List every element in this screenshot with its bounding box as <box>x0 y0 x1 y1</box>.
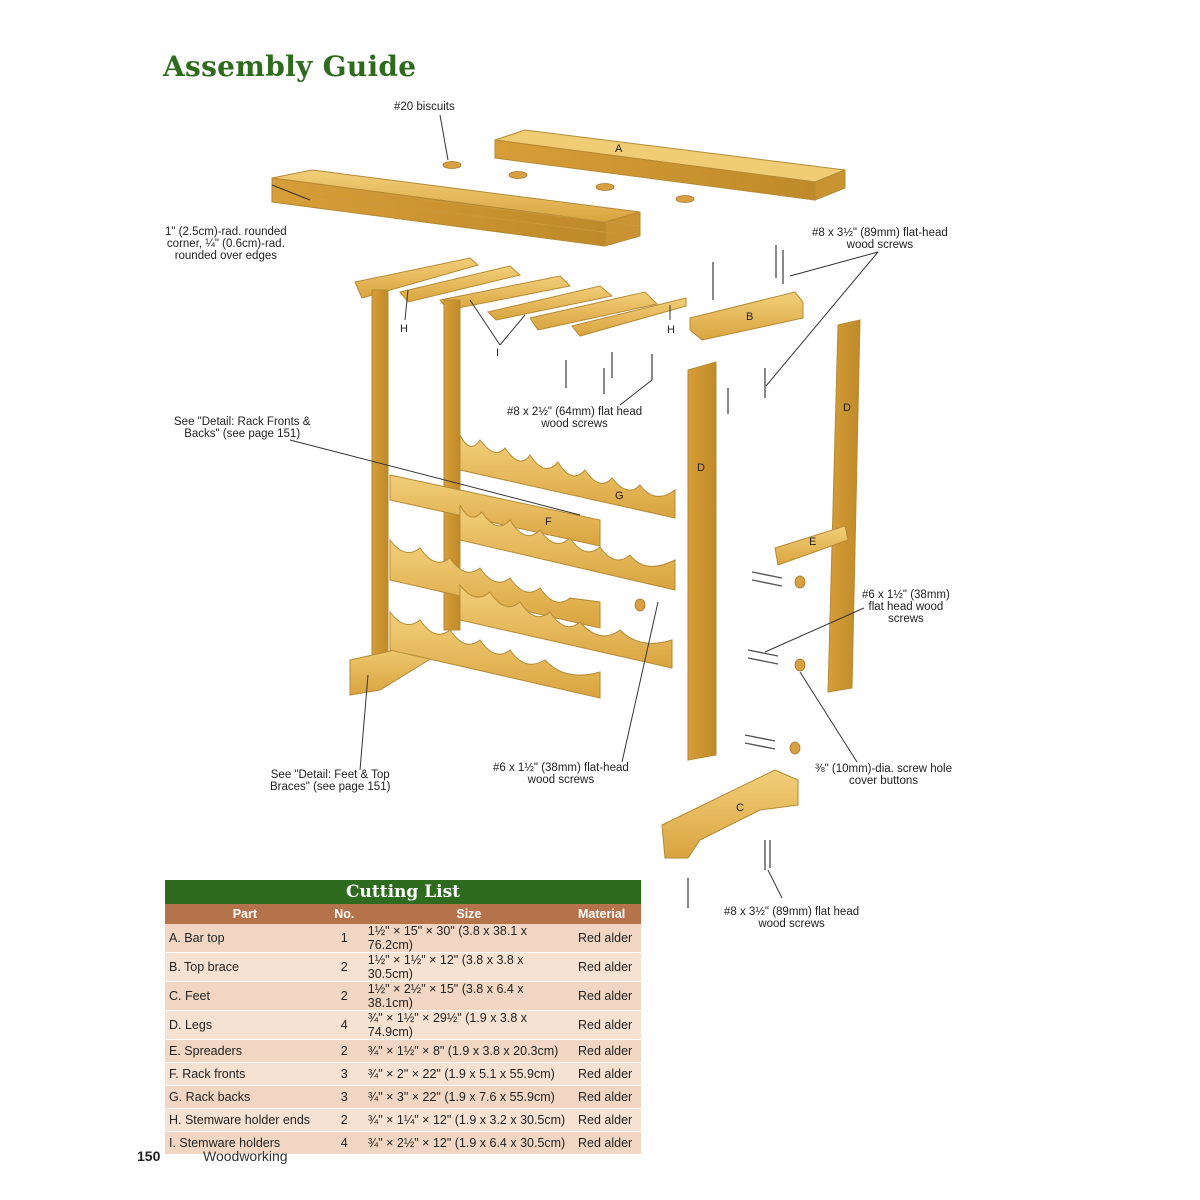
left-leg-pair <box>371 289 461 671</box>
callout-cover-buttons: ⅜" (10mm)-dia. screw hole cover buttons <box>815 763 953 787</box>
leader-lines <box>271 114 879 899</box>
header-part: Part <box>165 904 325 924</box>
header-material: Material <box>574 904 641 924</box>
biscuits <box>442 161 695 203</box>
callout-biscuits: #20 biscuits <box>394 101 455 113</box>
cutting-list-title: Cutting List <box>165 880 641 904</box>
page-number: 150 <box>137 1148 161 1164</box>
top-brace <box>689 291 804 341</box>
screws <box>565 245 784 908</box>
part-letter-b: B <box>746 311 754 323</box>
callout-screws-top-right: #8 x 3½" (89mm) flat-head wood screws <box>812 227 948 251</box>
part-letter-f: F <box>545 516 552 528</box>
table-row: B. Top brace 2 1½" × 1½" × 12" (3.8 x 3.… <box>165 952 641 982</box>
part-letter-i: I <box>496 347 500 359</box>
part-letter-c: C <box>736 802 744 814</box>
part-letter-d-back: D <box>843 402 851 414</box>
right-leg-back <box>827 319 861 693</box>
table-row: I. Stemware holders 4 ¾" × 2½" × 12" (1.… <box>165 1131 641 1155</box>
table-row: D. Legs 4 ¾" × 1½" × 29½" (1.9 x 3.8 x 7… <box>165 1010 641 1040</box>
right-foot <box>661 769 799 859</box>
header-size: Size <box>363 904 574 924</box>
right-leg-front <box>687 361 717 761</box>
table-row: A. Bar top 1 1½" × 15" × 30" (3.8 x 38.1… <box>165 924 641 953</box>
section-name: Woodworking <box>203 1148 288 1164</box>
bar-top-front-board <box>271 169 641 247</box>
callout-rounded-edges: 1" (2.5cm)-rad. rounded corner, ¼" (0.6c… <box>165 226 287 262</box>
callout-screws-bottom: #6 x 1½" (38mm) flat-head wood screws <box>493 762 629 786</box>
table-row: H. Stemware holder ends 2 ¾" × 1¼" × 12"… <box>165 1108 641 1132</box>
rack-rows <box>389 434 676 699</box>
header-no: No. <box>324 904 364 924</box>
callout-screws-middle: #8 x 2½" (64mm) flat head wood screws <box>507 406 643 430</box>
callout-screws-feet: #8 x 3½" (89mm) flat head wood screws <box>724 906 860 930</box>
callout-feet-detail: See "Detail: Feet & Top Braces" (see pag… <box>270 769 391 793</box>
table-row: C. Feet 2 1½" × 2½" × 15" (3.8 x 6.4 x 3… <box>165 981 641 1011</box>
bar-top-back-board <box>494 129 846 201</box>
part-letter-e: E <box>809 536 817 548</box>
page-title: Assembly Guide <box>163 50 417 83</box>
part-letter-d-front: D <box>697 462 705 474</box>
part-letter-a: A <box>615 143 623 155</box>
callout-rack-detail: See "Detail: Rack Fronts & Backs" (see p… <box>174 416 311 440</box>
stemware-holders <box>354 257 687 337</box>
table-row: E. Spreaders 2 ¾" × 1½" × 8" (1.9 x 3.8 … <box>165 1039 641 1063</box>
cover-buttons <box>634 575 806 755</box>
part-letter-h-left: H <box>400 323 408 335</box>
table-row: F. Rack fronts 3 ¾" × 2" × 22" (1.9 x 5.… <box>165 1062 641 1086</box>
cutting-list-table: Cutting List Part No. Size Material A. B… <box>165 880 641 1155</box>
callout-screws-right: #6 x 1½" (38mm) flat head wood screws <box>862 589 950 625</box>
part-letter-h-right: H <box>667 324 675 336</box>
table-row: G. Rack backs 3 ¾" × 3" × 22" (1.9 x 7.6… <box>165 1085 641 1109</box>
spreader <box>774 525 849 566</box>
part-letter-g: G <box>615 490 624 502</box>
